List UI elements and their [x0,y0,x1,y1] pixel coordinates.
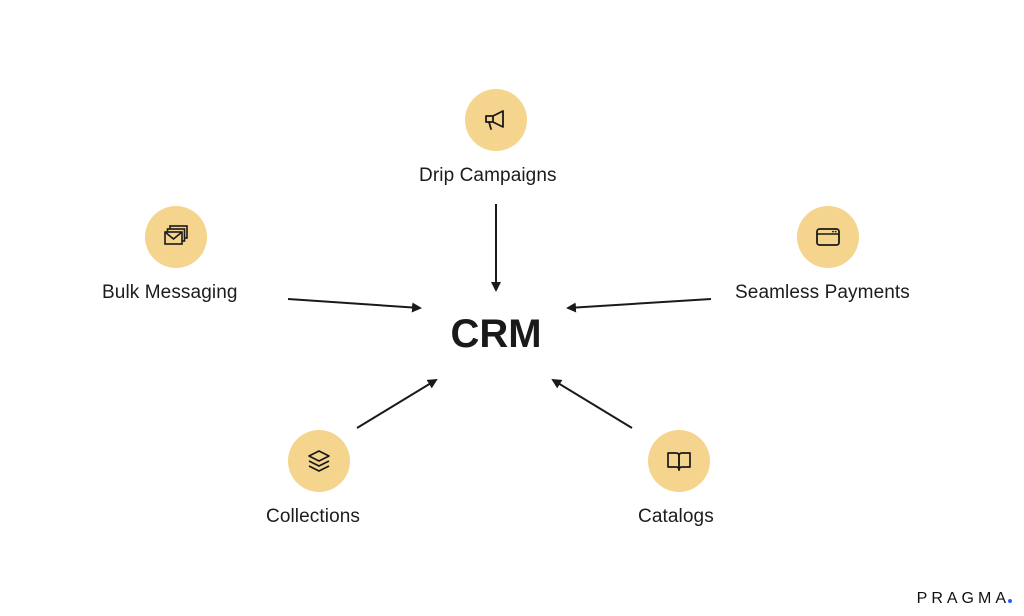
card-icon [816,228,840,246]
bulk-messaging-label: Bulk Messaging [102,282,238,303]
seamless-payments-label: Seamless Payments [735,282,910,303]
logo-text: PRAGMA [916,590,1010,607]
layers-icon [308,450,330,472]
arrow-bulk-to-crm [287,298,422,313]
open-book-icon [667,452,691,471]
arrow-collections-to-crm [356,378,438,429]
catalogs-node [648,430,710,492]
arrow-payments-to-crm [566,298,712,313]
arrow-catalogs-to-crm [551,378,633,429]
pragma-logo: PRAGMA [917,590,1012,608]
collections-node [288,430,350,492]
megaphone-icon [485,110,504,130]
logo-dot-icon [1008,599,1012,603]
drip-campaigns-label: Drip Campaigns [419,165,557,186]
catalogs-label: Catalogs [638,506,714,527]
collections-label: Collections [266,506,361,527]
drip-campaigns-node [465,89,527,151]
bulk-messaging-node [145,206,207,268]
seamless-payments-node [797,206,859,268]
crm-center-label: CRM [450,312,542,356]
stacked-mail-icon [164,225,188,245]
